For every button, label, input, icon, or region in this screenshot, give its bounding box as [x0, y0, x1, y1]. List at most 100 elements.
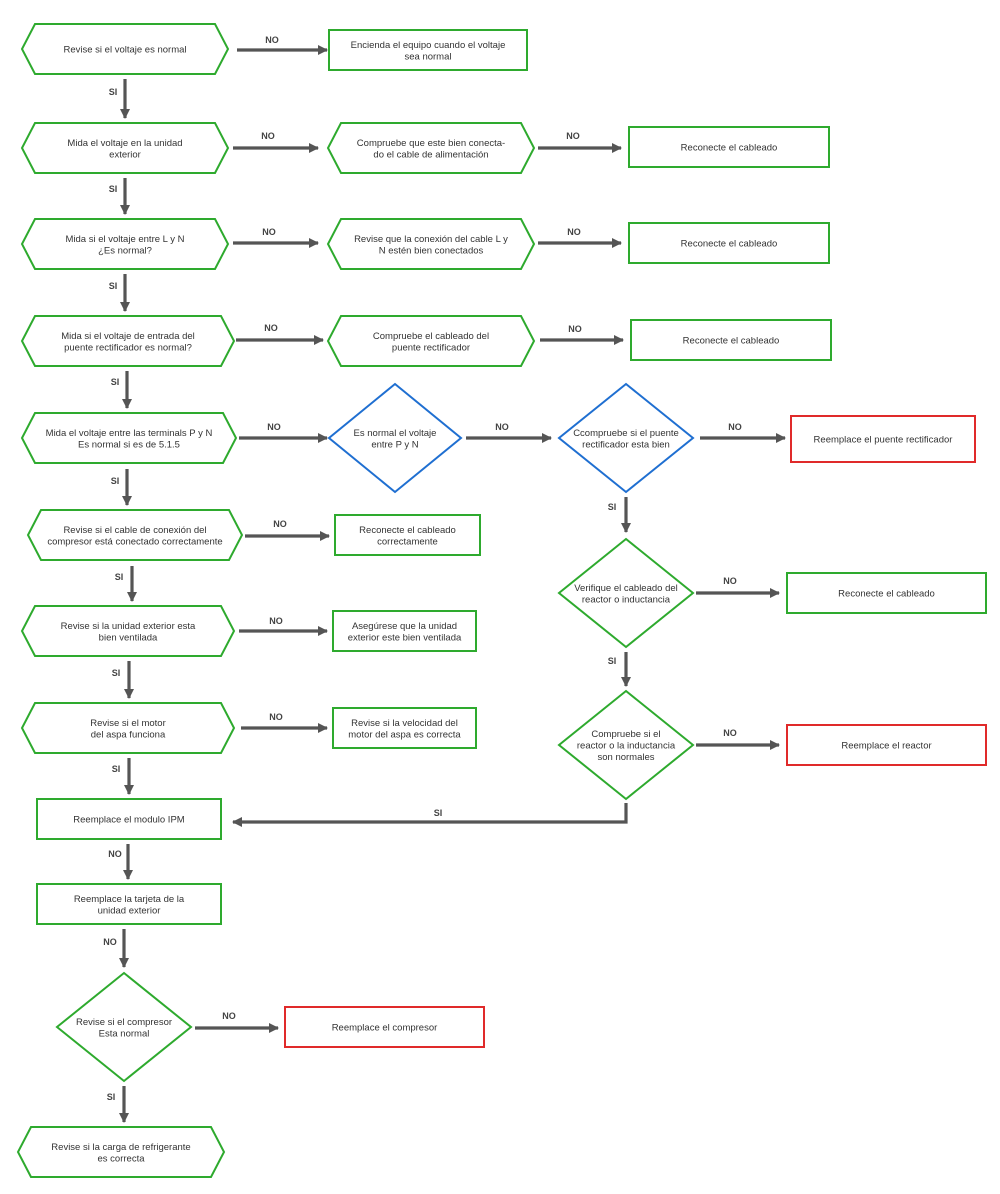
node-n1a-label-0: Encienda el equipo cuando el voltaje — [351, 40, 506, 51]
node-n7a-label-0: Asegúrese que la unidad — [352, 621, 457, 632]
node-r2a: Reemplace el reactor — [786, 724, 987, 766]
edge-e5-label: SI — [109, 184, 118, 194]
node-n3b: Reconecte el cableado — [628, 222, 830, 264]
node-n11a: Reemplace el compresor — [284, 1006, 485, 1048]
node-n5b-shape — [557, 382, 695, 494]
edge-e18-label: NO — [723, 576, 737, 586]
node-r2a-shape — [786, 724, 987, 766]
edge-e28-label: NO — [103, 937, 117, 947]
node-n5-shape — [20, 412, 238, 464]
node-n2a-label-0: Compruebe que este bien conecta- — [357, 138, 505, 149]
node-r1a-shape — [786, 572, 987, 614]
node-r2a-label-0: Reemplace el reactor — [841, 741, 931, 752]
node-n2a-shape — [326, 122, 536, 174]
node-n6a-label-1: correctamente — [377, 536, 438, 547]
node-n4a-shape — [326, 315, 536, 367]
node-n11-label-1: Esta normal — [99, 1028, 150, 1039]
edge-e20-label: NO — [269, 616, 283, 626]
edge-e29-label: NO — [222, 1011, 236, 1021]
node-n12-label-0: Revise si la carga de refrigerante — [51, 1142, 190, 1153]
node-n7a-shape — [332, 610, 477, 652]
edge-e1-label: NO — [265, 35, 279, 45]
node-n6: Revise si el cable de conexión delcompre… — [26, 509, 244, 561]
node-n1a: Encienda el equipo cuando el voltajesea … — [328, 29, 528, 71]
node-r2-shape — [557, 689, 695, 801]
node-n6a-shape — [334, 514, 481, 556]
edge-e2-label: SI — [109, 87, 118, 97]
edge-e22-label: NO — [723, 728, 737, 738]
edge-e17-label: SI — [608, 502, 617, 512]
edge-e24-arrow — [232, 803, 628, 827]
node-n3b-shape — [628, 222, 830, 264]
edge-e27-label: NO — [108, 849, 122, 859]
node-n3a-label-1: N estén bien conectados — [379, 245, 484, 256]
node-r1a-label-0: Reconecte el cableado — [838, 589, 935, 600]
edge-e3-label: NO — [261, 131, 275, 141]
node-n9-label-0: Reemplace el modulo IPM — [73, 815, 184, 826]
node-n3-label-0: Mida si el voltaje entre L y N — [66, 234, 185, 245]
node-n8-label-0: Revise si el motor — [90, 718, 166, 729]
node-n4b-shape — [630, 319, 832, 361]
node-n1: Revise si el voltaje es normal — [20, 23, 230, 75]
node-n4b: Reconecte el cableado — [630, 319, 832, 361]
edge-e25-label: NO — [269, 712, 283, 722]
node-n5a-label-0: Es normal el voltaje — [354, 428, 437, 439]
edge-e23-label: SI — [112, 668, 121, 678]
edge-e4-label: NO — [566, 131, 580, 141]
node-n3a-shape — [326, 218, 536, 270]
node-n11-label-0: Revise si el compresor — [76, 1017, 172, 1028]
edge-e10-label: NO — [568, 324, 582, 334]
node-n11-shape — [55, 971, 193, 1083]
node-n5a-label-1: entre P y N — [371, 439, 418, 450]
node-n3a: Revise que la conexión del cable L yN es… — [326, 218, 536, 270]
node-n5c-shape — [790, 415, 976, 463]
edge-e7-label: NO — [567, 227, 581, 237]
edge-e14-label: NO — [728, 422, 742, 432]
node-n9-shape — [36, 798, 222, 840]
node-n12-shape — [16, 1126, 226, 1178]
node-n4b-label-0: Reconecte el cableado — [683, 336, 780, 347]
node-n4-label-1: puente rectificador es normal? — [64, 342, 192, 353]
node-n8-shape — [20, 702, 236, 754]
node-n6-shape — [26, 509, 244, 561]
node-n2-shape — [20, 122, 230, 174]
edge-e16-label: NO — [273, 519, 287, 529]
node-n2b-label-0: Reconecte el cableado — [681, 143, 778, 154]
edge-e21-label: SI — [608, 656, 617, 666]
node-n7-label-0: Revise si la unidad exterior esta — [61, 621, 196, 632]
node-n1-shape — [20, 23, 230, 75]
node-n5-label-0: Mida el voltaje entre las terminals P y … — [46, 428, 213, 439]
edge-e15-label: SI — [111, 476, 120, 486]
edge-e8-label: SI — [109, 281, 118, 291]
node-r2-label-1: reactor o la inductancia — [577, 741, 676, 752]
node-n8a-shape — [332, 707, 477, 749]
node-n2-label-1: exterior — [109, 149, 141, 160]
edge-e6-label: NO — [262, 227, 276, 237]
node-r1-label-1: reactor o inductancia — [582, 594, 671, 605]
node-n4a-label-0: Compruebe el cableado del — [373, 331, 489, 342]
node-n4-label-0: Mida si el voltaje de entrada del — [61, 331, 195, 342]
node-n8a-label-1: motor del aspa es correcta — [348, 729, 461, 740]
edge-e12-label: NO — [267, 422, 281, 432]
node-n10-shape — [36, 883, 222, 925]
node-n4-shape — [20, 315, 236, 367]
node-r1-shape — [557, 537, 695, 649]
node-n3-shape — [20, 218, 230, 270]
node-n6a-label-0: Reconecte el cableado — [359, 525, 456, 536]
node-n5c-label-0: Reemplace el puente rectificador — [814, 435, 953, 446]
node-n5-label-1: Es normal si es de 5.1.5 — [78, 439, 180, 450]
node-n4: Mida si el voltaje de entrada delpuente … — [20, 315, 236, 367]
node-n2a-label-1: do el cable de alimentación — [373, 149, 488, 160]
